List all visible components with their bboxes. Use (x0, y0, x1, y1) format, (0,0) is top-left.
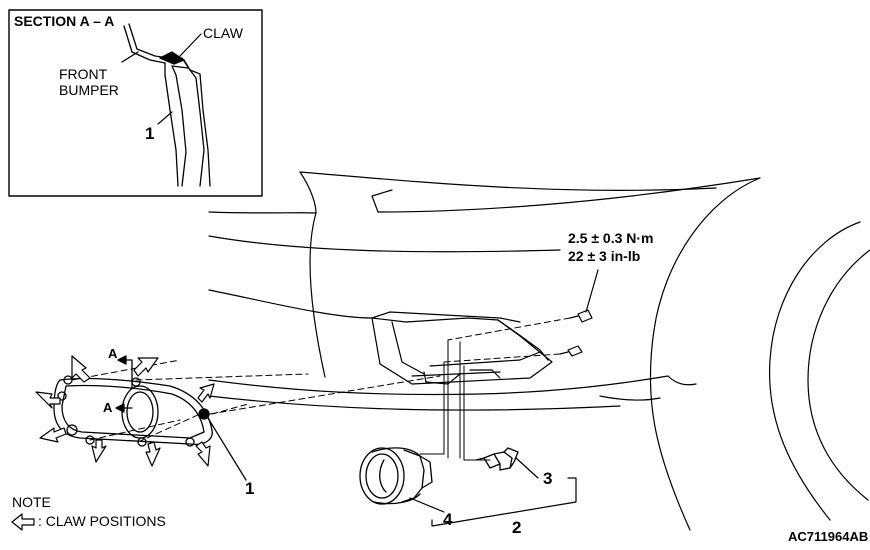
callout-part1: 1 (245, 479, 255, 498)
bumper-section-profile (123, 23, 211, 187)
lamp-alignment-lines (419, 339, 491, 461)
claw-leader (179, 33, 202, 57)
claw-arrow-icon (11, 513, 35, 531)
claw-arrow-icon (71, 355, 91, 383)
claw-arrow-icon (197, 383, 215, 403)
section-cut-marks (115, 355, 133, 413)
part4-leader (409, 497, 445, 513)
claw-label: CLAW (203, 25, 243, 41)
fog-lamp-assembly (359, 447, 433, 505)
fog-lamp-bezel (53, 375, 213, 447)
claw-arrow-icon (145, 441, 161, 467)
callout-leaders (409, 457, 577, 527)
section-mark-upper: A (108, 346, 118, 361)
callout-part3: 3 (543, 469, 553, 488)
torque-spec-metric: 2.5 ± 0.3 N·m (568, 230, 654, 246)
inset-part-number: 1 (145, 124, 155, 143)
front-bumper-label-line2: BUMPER (59, 82, 119, 98)
front-bumper-label-line1: FRONT (59, 66, 108, 82)
bolt-alignment-lines (443, 317, 571, 363)
figure-id: AC711964AB (788, 529, 869, 544)
part3-leader (515, 457, 539, 479)
bezel-phantom-lines (71, 359, 441, 443)
callout-part4: 4 (443, 510, 453, 529)
claw-position-arrows (35, 355, 215, 467)
section-mark-lower: A (103, 400, 113, 415)
claw-arrow-icon (133, 357, 159, 377)
part2-bracket (431, 477, 577, 527)
inset-frame (8, 9, 263, 197)
fog-lamp-bulb (475, 447, 519, 471)
callout-part2: 2 (512, 518, 522, 537)
note-legend-text: : CLAW POSITIONS (38, 513, 166, 529)
part1-leader (207, 417, 247, 481)
mounting-bolts (559, 269, 599, 357)
section-title: SECTION A – A (14, 13, 115, 29)
claw-arrow-icon (35, 391, 61, 409)
part1-inset-leader (157, 111, 173, 125)
section-inset (8, 9, 263, 197)
claw-arrow-icon (195, 441, 211, 467)
torque-spec-imperial: 22 ± 3 in-lb (568, 248, 641, 264)
bumper-leader (121, 51, 139, 63)
claw-detail (159, 51, 191, 71)
front-bumper-outline (208, 171, 870, 531)
note-heading: NOTE (12, 494, 51, 510)
claw-arrow-icon (39, 427, 67, 443)
claw-arrow-icon (91, 439, 107, 463)
